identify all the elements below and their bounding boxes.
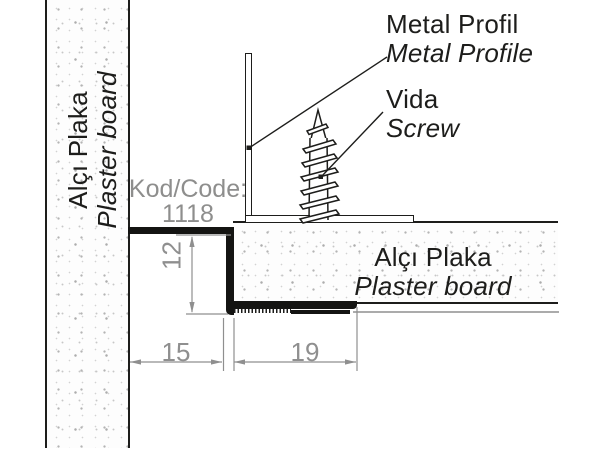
metal-profile-label-turkish: Metal Profil: [386, 9, 519, 39]
board-label-english: Plaster board: [354, 271, 512, 301]
z-profile-spring-plate: [291, 310, 350, 314]
code-value-text: 1118: [162, 200, 214, 228]
screw-label-english: Screw: [386, 113, 460, 143]
screw-drawing: [298, 107, 341, 224]
screw-callout: Vida Screw: [386, 85, 459, 143]
wall-label-turkish: Alçı Plaka: [63, 91, 93, 209]
board-label-turkish: Alçı Plaka: [374, 242, 492, 272]
z-profile-web: [226, 227, 234, 315]
dimension-19-value: 19: [290, 337, 320, 367]
metal-profile-label-english: Metal Profile: [386, 38, 534, 68]
metal-profile-callout: Metal Profil Metal Profile: [386, 10, 533, 68]
board-material-label: Alçı Plaka Plaster board: [353, 243, 513, 301]
screw-label-turkish: Vida: [386, 84, 439, 114]
z-profile-top-flange: [128, 227, 232, 234]
z-profile-serration: [234, 309, 291, 313]
board-shadow-line: [353, 311, 559, 313]
z-profile-bottom-flange: [226, 301, 357, 309]
wall-plasterboard-section: [45, 0, 130, 448]
code-label-text: Kod/Code:: [128, 175, 248, 203]
dimension-15-value: 15: [161, 337, 191, 367]
profile-code: Kod/Code: 1118: [126, 177, 250, 227]
wall-label-english: Plaster board: [92, 71, 122, 229]
